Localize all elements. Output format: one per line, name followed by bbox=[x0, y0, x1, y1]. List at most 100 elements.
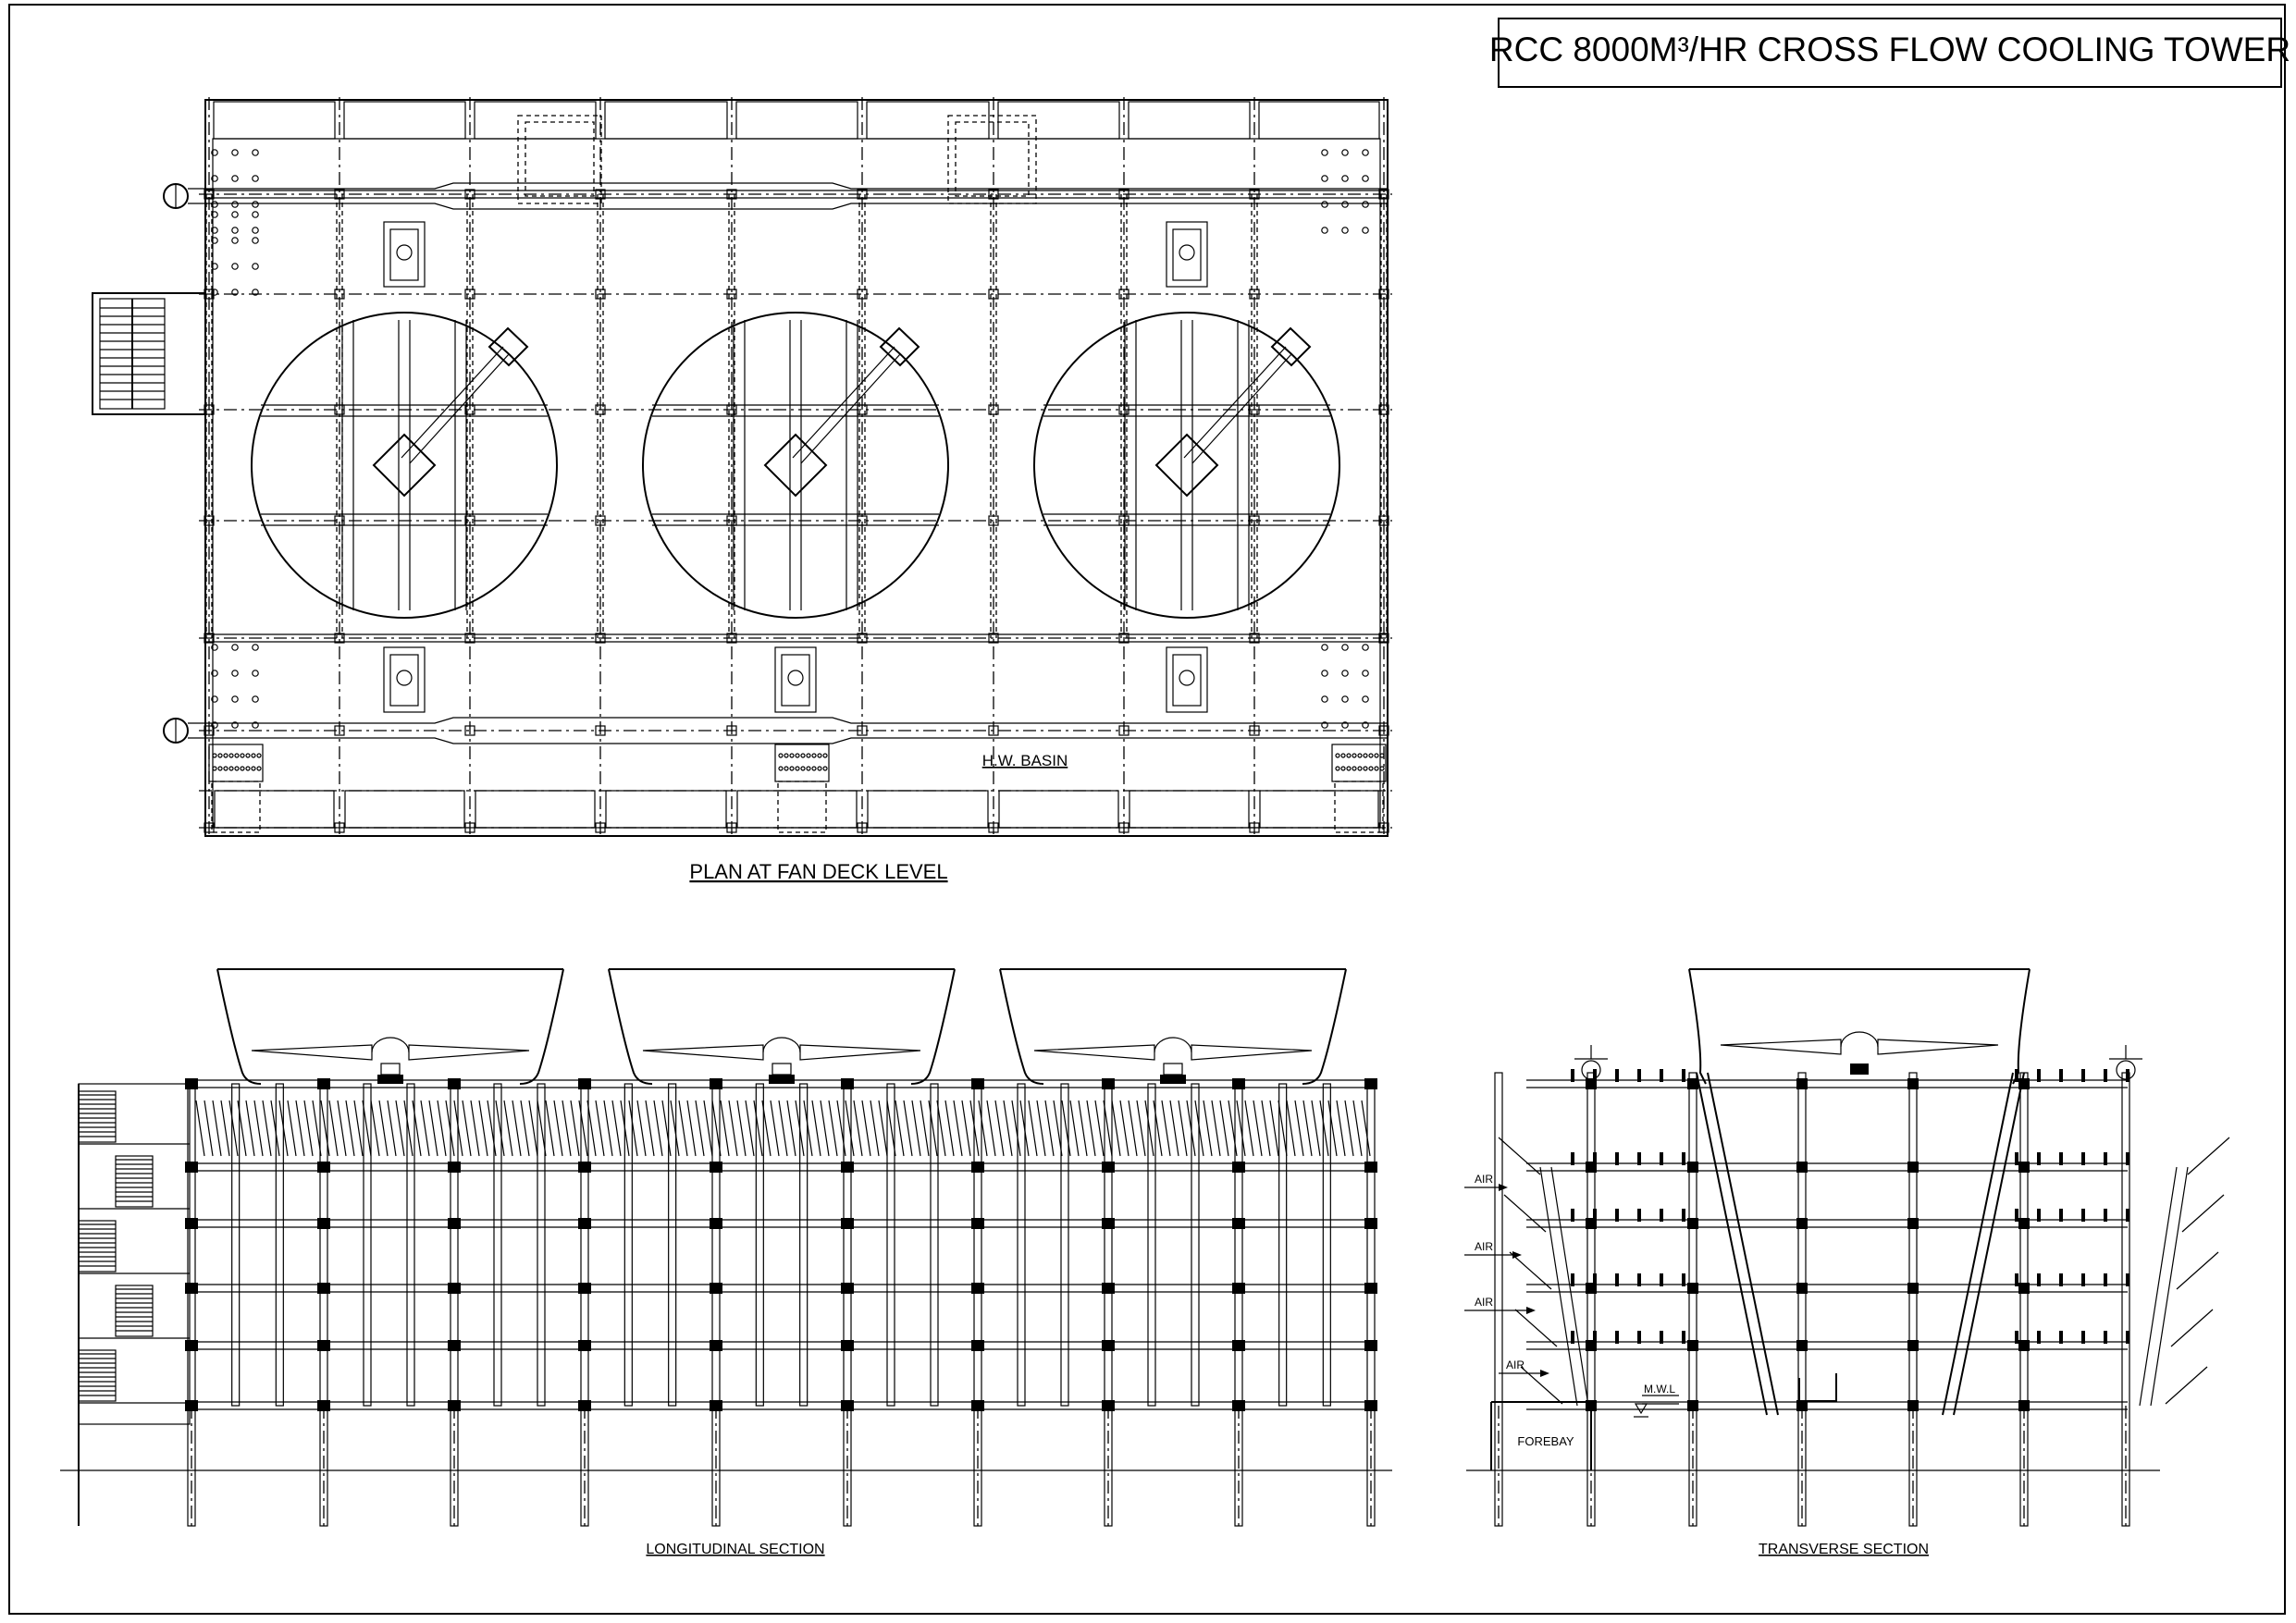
plan-basin-box bbox=[208, 744, 264, 782]
trans-fill-support bbox=[1696, 1072, 1779, 1416]
trans-joint bbox=[1687, 1400, 1698, 1411]
air-arrow: AIR bbox=[1464, 1296, 1536, 1314]
plan-fan bbox=[642, 312, 949, 619]
plan-column-node bbox=[204, 822, 215, 833]
long-fill-line bbox=[728, 1100, 738, 1157]
plan-valve-box bbox=[383, 221, 426, 288]
plan-riser bbox=[525, 121, 595, 197]
trans-nozzle bbox=[1682, 1069, 1685, 1082]
long-joint bbox=[971, 1340, 984, 1351]
long-column bbox=[275, 1083, 284, 1407]
plan-bolt-hole bbox=[231, 289, 239, 296]
trans-nozzle bbox=[2126, 1209, 2129, 1222]
plan-column-node bbox=[1378, 515, 1389, 526]
plan-bolt-hole bbox=[211, 721, 218, 729]
long-joint bbox=[1102, 1400, 1115, 1411]
plan-basin-hole bbox=[212, 766, 217, 771]
plan-basin-hole bbox=[1368, 766, 1374, 771]
long-fill-line bbox=[969, 1100, 980, 1157]
plan-valve-frame bbox=[1172, 654, 1202, 707]
long-joint bbox=[1232, 1283, 1245, 1294]
trans-joint bbox=[2018, 1340, 2030, 1351]
trans-nozzle bbox=[1571, 1209, 1574, 1222]
long-column bbox=[363, 1083, 372, 1407]
plan-column-node bbox=[595, 404, 606, 415]
plan-basin-hole bbox=[795, 753, 800, 758]
plan-bolt-hole bbox=[1362, 175, 1369, 182]
plan-bolt-hole bbox=[1321, 201, 1328, 208]
trans-nozzle bbox=[1637, 1331, 1641, 1344]
long-fill-line bbox=[845, 1100, 855, 1157]
trans-nozzle bbox=[2126, 1069, 2129, 1082]
long-gearbox-base bbox=[377, 1075, 403, 1084]
plan-drive-shaft bbox=[1183, 346, 1287, 459]
plan-basin-hole bbox=[800, 753, 806, 758]
long-fan-blade bbox=[251, 1044, 373, 1061]
plan-bolt-hole bbox=[1341, 175, 1349, 182]
plan-bolt-hole bbox=[1321, 721, 1328, 729]
long-joint bbox=[185, 1400, 198, 1411]
plan-basin-hole bbox=[240, 766, 245, 771]
trans-nozzle bbox=[2059, 1331, 2063, 1344]
plan-motor bbox=[879, 326, 920, 367]
long-fill-line bbox=[778, 1100, 788, 1157]
trans-nozzle bbox=[1682, 1331, 1685, 1344]
long-fill-line bbox=[1136, 1100, 1146, 1157]
long-joint bbox=[710, 1078, 722, 1089]
long-fill-line bbox=[820, 1100, 830, 1157]
trans-joint bbox=[1907, 1078, 1919, 1089]
plan-pipe bbox=[188, 182, 1388, 190]
plan-column-node bbox=[857, 189, 868, 200]
long-fan-hub bbox=[371, 1037, 410, 1053]
trans-nozzle bbox=[1637, 1273, 1641, 1286]
plan-top-cell bbox=[866, 101, 990, 140]
plan-bolt-hole bbox=[231, 695, 239, 703]
long-fill-line bbox=[195, 1100, 205, 1157]
trans-joint bbox=[1907, 1283, 1919, 1294]
trans-nozzle bbox=[1682, 1273, 1685, 1286]
long-stair-flight bbox=[115, 1155, 154, 1208]
plan-column-node bbox=[1118, 725, 1129, 736]
long-fan-hub bbox=[1154, 1037, 1192, 1053]
plan-column-node bbox=[595, 289, 606, 300]
plan-column-node bbox=[988, 822, 999, 833]
long-fill-line bbox=[570, 1100, 580, 1157]
trans-nozzle bbox=[1593, 1273, 1597, 1286]
long-fill-line bbox=[978, 1100, 988, 1157]
plan-basin-hole bbox=[245, 753, 251, 758]
air-label: AIR bbox=[1475, 1173, 1493, 1186]
long-column bbox=[755, 1083, 764, 1407]
long-fill-line bbox=[886, 1100, 896, 1157]
long-joint bbox=[448, 1340, 461, 1351]
long-fill-line bbox=[861, 1100, 871, 1157]
long-joint bbox=[1102, 1162, 1115, 1173]
long-fill-line bbox=[312, 1100, 322, 1157]
long-joint bbox=[841, 1283, 854, 1294]
trans-nozzle bbox=[2126, 1152, 2129, 1165]
plan-column-node bbox=[1118, 633, 1129, 644]
mwl-marker: M.W.L bbox=[1634, 1383, 1679, 1418]
long-fill-line bbox=[661, 1100, 672, 1157]
long-fill-line bbox=[1094, 1100, 1105, 1157]
trans-nozzle bbox=[2015, 1152, 2018, 1165]
long-fill-line bbox=[1336, 1100, 1346, 1157]
long-joint bbox=[578, 1340, 591, 1351]
plan-bolt-hole bbox=[1321, 227, 1328, 234]
long-column bbox=[537, 1083, 546, 1407]
forebay: FOREBAY bbox=[1490, 1401, 1592, 1470]
plan-basin-hole bbox=[212, 753, 217, 758]
long-fill-line bbox=[895, 1100, 905, 1157]
long-joint bbox=[578, 1218, 591, 1229]
long-fill-line bbox=[495, 1100, 505, 1157]
trans-louver-blade bbox=[2176, 1251, 2219, 1290]
long-fill-line bbox=[212, 1100, 222, 1157]
long-fill-line bbox=[853, 1100, 863, 1157]
long-fill-line bbox=[337, 1100, 347, 1157]
plan-gearbox bbox=[1154, 433, 1219, 498]
plan-column-node bbox=[204, 725, 215, 736]
long-fill-line bbox=[1286, 1100, 1296, 1157]
plan-column-node bbox=[1378, 822, 1389, 833]
long-fill-line bbox=[1144, 1100, 1154, 1157]
plan-bottom-cell bbox=[214, 790, 335, 829]
